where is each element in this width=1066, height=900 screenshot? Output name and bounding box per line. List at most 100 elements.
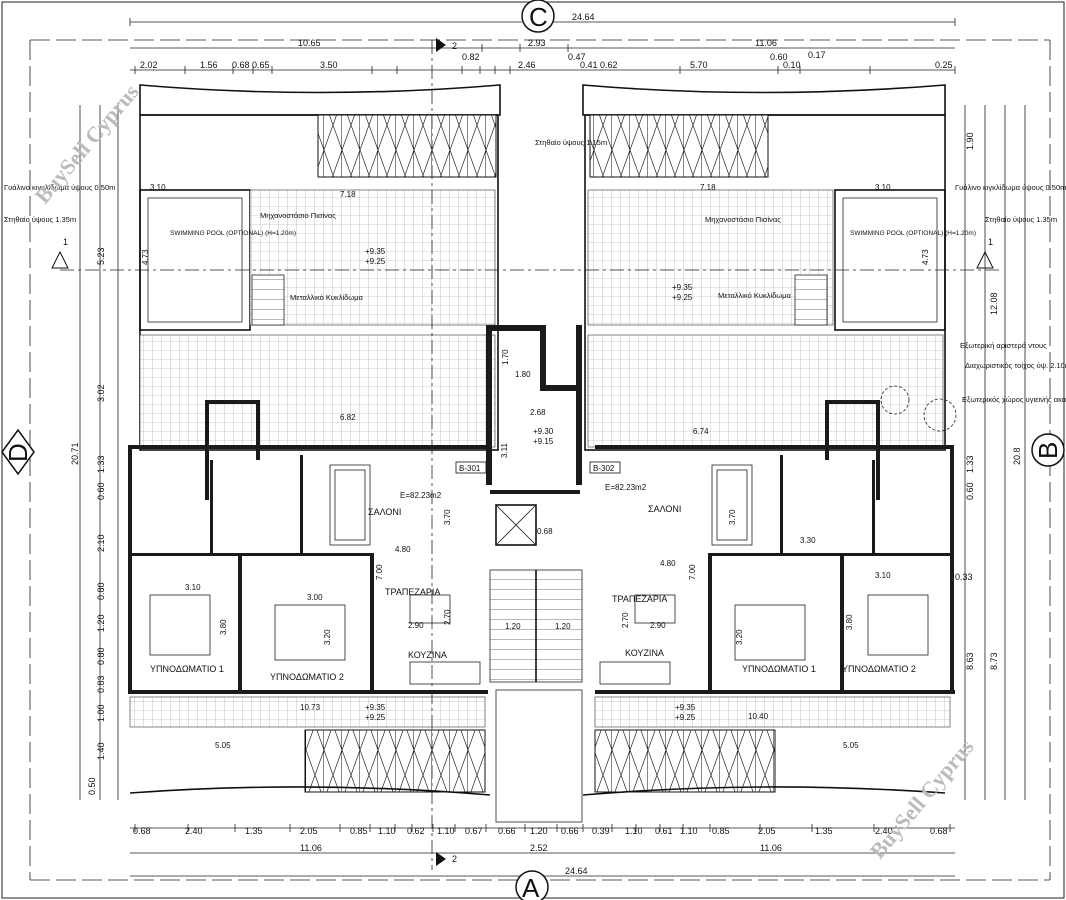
- dim-right-2: 0.60: [965, 482, 975, 500]
- dim-left-7: 0.80: [96, 647, 106, 665]
- dim-top-1: 1.56: [200, 60, 218, 70]
- dim-half-right: 11.06: [755, 38, 777, 48]
- right-living-width: 6.74: [693, 427, 709, 436]
- right-terrace-width: 7.18: [700, 183, 716, 192]
- dim-left-2: 1.33: [96, 455, 106, 473]
- left-terrace-level-bottom: +9.25: [365, 257, 386, 266]
- right-note-2: Εξωτερική αριστερά ντους: [960, 341, 1047, 350]
- dim-width-bottom: 24.64: [565, 866, 588, 876]
- dim-right-0: 1.90: [965, 132, 975, 150]
- dim-bottom-9: 0.66: [498, 826, 516, 836]
- right-note-1: Στηθαίο ύψους 1.35m: [985, 215, 1057, 224]
- left-kitchen-depth: 2.70: [443, 609, 452, 625]
- right-kitchen-width: 2.90: [650, 621, 666, 630]
- right-bed1: ΥΠΝΟΔΩΜΑΤΙΟ 1: [742, 664, 816, 674]
- left-bed1-width: 3.10: [185, 583, 201, 592]
- grid-bubble-b: B: [1031, 433, 1065, 467]
- dim-bottom-18: 1.35: [815, 826, 833, 836]
- dim-bottom-10: 1.20: [530, 826, 548, 836]
- dim-center: 2.93: [528, 38, 546, 48]
- dim-bottom-5: 1.10: [378, 826, 396, 836]
- right-salon-depth: 3.70: [728, 509, 737, 525]
- left-pool-label: SWIMMING POOL (OPTIONAL) (H=1.20m): [170, 230, 296, 237]
- dim-half-left: 10.65: [298, 38, 321, 48]
- left-pool-text: SWIMMING POOL (OPTIONAL) (H=1.20m): [170, 230, 296, 237]
- dim-left-1: 3.02: [96, 384, 106, 402]
- dim-bottom-14: 0.61: [655, 826, 673, 836]
- left-pool-depth: 4.73: [141, 249, 150, 265]
- left-bed2-depth: 3.20: [323, 629, 332, 645]
- dim-left-total: 20.71: [70, 442, 80, 465]
- dim-bottom-center: 2.52: [530, 843, 548, 853]
- left-balcony-level-top: +9.35: [365, 703, 386, 712]
- left-unit-labels: 3.10 4.73 SWIMMING POOL (OPTIONAL) (H=1.…: [141, 183, 487, 750]
- dim-right-total: 20.8: [1012, 447, 1022, 465]
- core-lift: 0.68: [537, 527, 553, 536]
- dim-left-11: 0.50: [87, 777, 97, 795]
- dim-left-3: 0.60: [96, 482, 106, 500]
- left-note-1: Στηθαίο ύψους 1.35m: [4, 215, 76, 224]
- right-terrace-level-top: +9.35: [672, 283, 693, 292]
- dim-left-8: 0.83: [96, 675, 106, 693]
- right-bed1-depth: 3.80: [845, 614, 854, 630]
- right-pump-room: Μηχανοστάσιο Πισίνας: [705, 215, 781, 224]
- left-balcony-level-bottom: +9.25: [365, 713, 386, 722]
- left-unit-code: B-301: [459, 464, 481, 473]
- grid-mark-right: B: [1033, 442, 1063, 459]
- right-dining: ΤΡΑΠΕΖΑΡΙΑ: [612, 594, 667, 604]
- dim-left-5: 0.80: [96, 582, 106, 600]
- right-pool-label: SWIMMING POOL (OPTIONAL) (H=1.20m): [850, 230, 976, 237]
- dimension-ticks: [129, 18, 956, 832]
- dim-bottom-7: 1.10: [437, 826, 455, 836]
- left-salon-width: 4.80: [395, 545, 411, 554]
- dim-bottom-1: 2.40: [185, 826, 203, 836]
- right-note-0: Γυάλινο κιγκλίδωμα ύψους 0.50m: [955, 183, 1066, 192]
- dim-left-6: 1.20: [96, 614, 106, 632]
- dim-top-10: 5.70: [690, 60, 708, 70]
- dim-width-top: 24.64: [572, 12, 595, 22]
- dim-bottom-12: 0.39: [592, 826, 610, 836]
- dim-top-0: 2.02: [140, 60, 158, 70]
- dim-bottom-17: 2.05: [758, 826, 776, 836]
- core-h1: 1.70: [501, 349, 510, 365]
- right-bed2-width: 3.30: [800, 536, 816, 545]
- dim-bottom-left-half: 11.06: [300, 843, 322, 853]
- grid-bubble-a: A: [515, 870, 549, 900]
- left-note-0: Γυάλινο κιγκλίδωμα ύψους 0.50m: [4, 183, 115, 192]
- right-bed1-width: 3.10: [875, 571, 891, 580]
- dim-bottom-4: 0.85: [350, 826, 368, 836]
- dimension-lines: [29, 21, 1051, 881]
- dimension-labels: 24.64 10.65 2.93 11.06 2.02 1.56 0.68 0.…: [70, 12, 1022, 876]
- core-w1: 1.80: [515, 370, 531, 379]
- dim-top-13: 0.17: [808, 50, 826, 60]
- section-mark-top: 2: [452, 41, 457, 51]
- dim-bottom-13: 1.10: [625, 826, 643, 836]
- core-stair-w2: 1.20: [555, 622, 571, 631]
- dim-bottom-6: 0.62: [407, 826, 425, 836]
- left-salon: ΣΑΛΟΝΙ: [368, 507, 401, 517]
- core-w2: 2.68: [530, 408, 546, 417]
- section-mark-left: 1: [63, 237, 68, 247]
- left-pump-room: Μηχανοστάσιο Πισίνας: [260, 211, 336, 220]
- right-note-3: Διαχωριστικός τοίχος ύψ. 2.10m και θύρα …: [965, 361, 1066, 370]
- right-unit-labels: 3.10 4.73 SWIMMING POOL (OPTIONAL) (H=1.…: [589, 183, 976, 750]
- left-kitchen-width: 2.90: [408, 621, 424, 630]
- left-kitchen: ΚΟΥΖΙΝΑ: [408, 650, 447, 660]
- left-area: E=82.23m2: [400, 491, 442, 500]
- dim-bottom-right-half: 11.06: [760, 843, 782, 853]
- section-mark-right: 1: [988, 237, 993, 247]
- right-pool-depth: 4.73: [921, 249, 930, 265]
- side-notes: Γυάλινο κιγκλίδωμα ύψους 0.50m Στηθαίο ύ…: [4, 183, 1066, 404]
- dim-top-3: 0.65: [252, 60, 270, 70]
- core-parapet-note: Στηθαίο ύψους 1.15m: [535, 138, 607, 147]
- dim-right-4: 8.63: [965, 652, 975, 670]
- dim-bottom-11: 0.66: [561, 826, 579, 836]
- dim-left-9: 1.00: [96, 704, 106, 722]
- dim-bottom-20: 0.68: [930, 826, 948, 836]
- right-bed2-depth: 3.20: [735, 629, 744, 645]
- right-salon: ΣΑΛΟΝΙ: [648, 504, 681, 514]
- left-living-width: 6.82: [340, 413, 356, 422]
- watermark-bottom: BuySell Cyprus: [865, 734, 979, 863]
- dim-bottom-16: 0.85: [712, 826, 730, 836]
